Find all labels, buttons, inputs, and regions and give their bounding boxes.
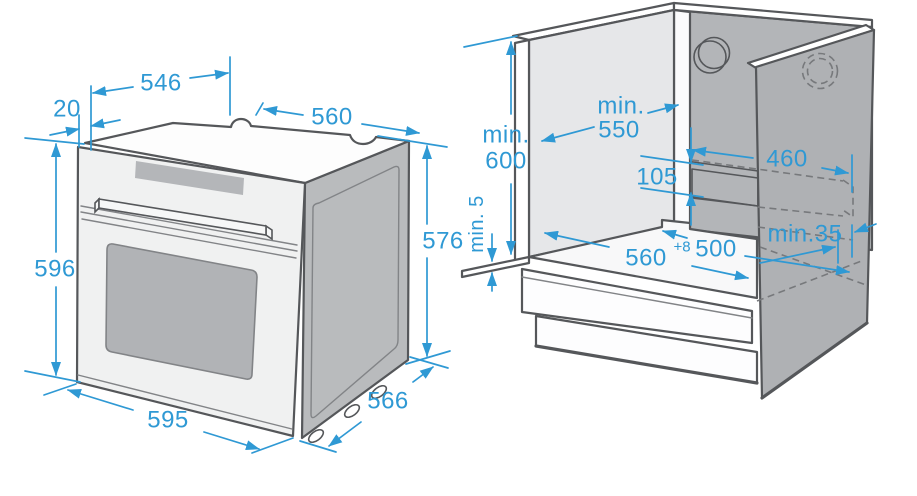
- oven-door-bottom-trim: [77, 374, 293, 430]
- dim-label-20: 20: [53, 96, 81, 123]
- dim-oven-front-height: 596: [24, 137, 85, 383]
- dim-cabinet-cutout-height: 105: [636, 127, 704, 226]
- dim-label-595: 595: [147, 407, 189, 434]
- oven-top-face: [83, 117, 411, 185]
- oven-handle: [94, 197, 273, 241]
- dim-label-min: min.: [482, 122, 529, 149]
- cabinet-right-wall: [754, 28, 876, 400]
- cabinet-back-left-corner: [672, 8, 692, 232]
- dim-label-546: 546: [140, 70, 182, 97]
- dim-oven-front-width: 595: [43, 383, 294, 454]
- dim-label-500: 500: [695, 236, 737, 263]
- dim-label-460: 460: [766, 146, 808, 173]
- oven-control-display: [135, 161, 244, 195]
- cabinet-back-wall-top-edge: [672, 1, 874, 29]
- oven-feet: [307, 384, 388, 444]
- dim-label-min-550-prefix: min.: [597, 93, 644, 120]
- cabinet-base-front: [520, 267, 759, 385]
- cabinet-diagram: min. 600 min. 550 min. 5 105 460: [460, 1, 877, 400]
- dim-oven-top-depth: 560: [255, 102, 420, 136]
- oven-side-inset-panel: [310, 165, 400, 419]
- dim-cabinet-niche-width: 560 +8: [544, 230, 749, 281]
- dim-cabinet-niche-depth: 500: [662, 229, 850, 275]
- dim-label-576: 576: [422, 228, 464, 255]
- dim-label-min-5: min. 5: [466, 195, 488, 252]
- dim-label-566: 566: [367, 388, 409, 415]
- oven-door-window: [105, 243, 258, 380]
- oven-vent-lines: [80, 205, 298, 259]
- cabinet-floor-board-edge: [460, 255, 531, 279]
- cabinet-vent-hole: [693, 36, 731, 74]
- dim-oven-front-overhang: 20: [49, 85, 121, 151]
- dim-cabinet-bottom-gap: min. 5: [466, 195, 497, 292]
- dim-label-550: 550: [598, 117, 640, 144]
- dim-label-560-niche: 560: [625, 245, 667, 272]
- cabinet-right-wall-bottom-edge: [760, 321, 869, 400]
- dim-label-600: 600: [485, 148, 527, 175]
- dim-cabinet-side-gap-min: min.35: [759, 221, 877, 264]
- dim-oven-carcass-height: 576: [377, 135, 464, 365]
- dim-label-min-35: min.35: [767, 221, 842, 248]
- dim-label-560: 560: [311, 104, 353, 131]
- dim-label-560-tolerance: +8: [673, 239, 690, 256]
- oven-diagram: 20 546 560 576 596: [24, 56, 464, 454]
- dim-cabinet-cutout-width: 460: [692, 146, 853, 193]
- dim-cabinet-depth-min: min. 550: [541, 93, 679, 144]
- dim-oven-side-depth: 566: [299, 356, 449, 453]
- dim-cabinet-height-min: min. 600: [463, 35, 529, 255]
- cabinet-niche-floor: [527, 218, 759, 300]
- dim-oven-top-width: 546: [92, 56, 231, 116]
- dim-label-596: 596: [34, 256, 76, 283]
- dim-label-105: 105: [636, 164, 678, 191]
